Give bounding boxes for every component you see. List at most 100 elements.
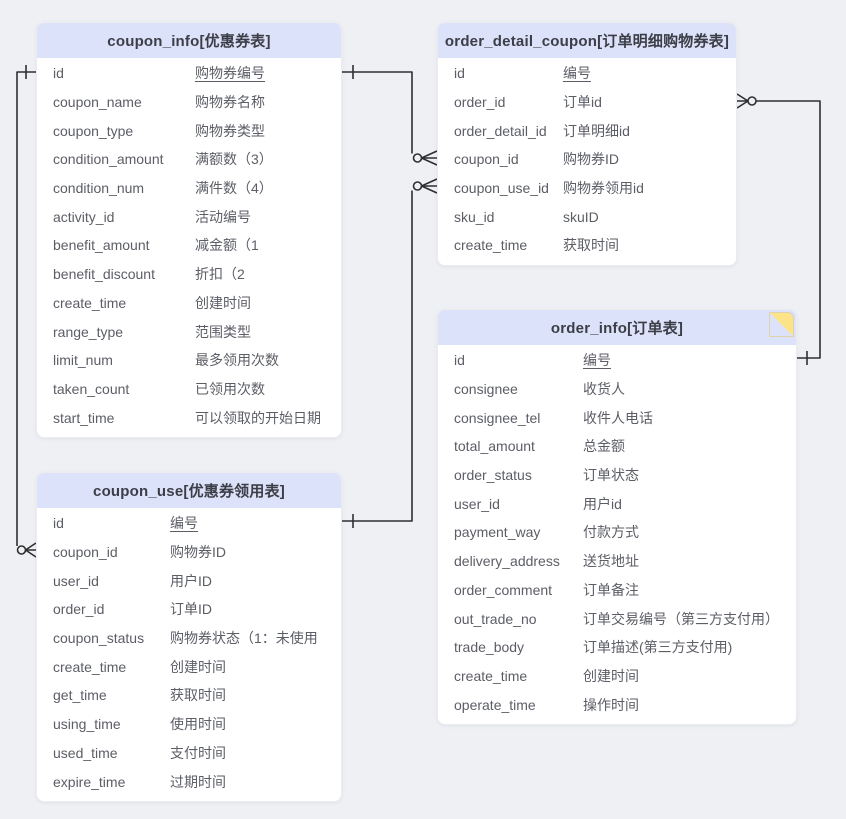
field-name: order_id xyxy=(454,94,506,111)
field-name: id xyxy=(454,65,465,82)
field-name: start_time xyxy=(53,409,115,426)
cardinality-zero-circle xyxy=(18,546,26,554)
field-row-start_time[interactable]: start_time 可以领取的开始日期 xyxy=(37,403,341,432)
field-comment: 编号 xyxy=(583,352,611,369)
table-header-coupon_info[interactable]: coupon_info[优惠券表] xyxy=(37,23,341,58)
field-comment: 用户id xyxy=(583,495,622,512)
field-comment: 购物券ID xyxy=(563,151,619,168)
field-name: order_id xyxy=(53,601,105,618)
field-row-user_id[interactable]: user_id 用户id xyxy=(438,489,796,518)
field-comment: 订单交易编号（第三方支付用） xyxy=(583,610,779,627)
cardinality-many-crowfoot xyxy=(737,94,748,108)
field-row-id[interactable]: id 编号 xyxy=(438,59,736,88)
field-name: coupon_name xyxy=(53,94,142,111)
field-comment: 编号 xyxy=(170,515,198,532)
field-name: condition_amount xyxy=(53,151,164,168)
cardinality-many-crowfoot xyxy=(422,151,438,165)
field-name: coupon_status xyxy=(53,630,145,647)
table-title: coupon_info[优惠券表] xyxy=(107,33,271,50)
field-name: consignee_tel xyxy=(454,409,541,426)
field-row-out_trade_no[interactable]: out_trade_no 订单交易编号（第三方支付用） xyxy=(438,604,796,633)
field-name: sku_id xyxy=(454,208,495,225)
field-name: using_time xyxy=(53,716,121,733)
field-row-using_time[interactable]: using_time 使用时间 xyxy=(37,710,341,739)
field-comment: 可以领取的开始日期 xyxy=(195,409,321,426)
field-name: operate_time xyxy=(454,696,536,713)
field-name: expire_time xyxy=(53,773,126,790)
field-comment: 订单状态 xyxy=(583,467,639,484)
field-name: coupon_type xyxy=(53,122,134,139)
field-comment: 使用时间 xyxy=(170,716,226,733)
folded-corner-note-icon xyxy=(769,312,794,337)
field-name: create_time xyxy=(53,294,127,311)
field-comment: 购物券状态（1：未使用 xyxy=(170,630,318,647)
table-header-order_info[interactable]: order_info[订单表] xyxy=(438,310,796,345)
field-row-coupon_status[interactable]: coupon_status 购物券状态（1：未使用 xyxy=(37,624,341,653)
field-name: total_amount xyxy=(454,438,535,455)
cardinality-many-crowfoot xyxy=(26,543,37,557)
field-comment: 减金额（1 xyxy=(195,237,259,254)
field-comment: 付款方式 xyxy=(583,524,639,541)
table-title: order_info[订单表] xyxy=(550,320,684,337)
relation-coupon_info-coupon_use[interactable] xyxy=(17,65,36,557)
field-comment: 订单id xyxy=(563,94,602,111)
table-header-coupon_use[interactable]: coupon_use[优惠券领用表] xyxy=(37,473,341,508)
field-name: out_trade_no xyxy=(454,610,537,627)
field-name: consignee xyxy=(454,381,518,398)
field-comment: 创建时间 xyxy=(170,658,226,675)
relation-coupon_info-order_detail_coupon[interactable] xyxy=(342,65,437,165)
table-header-order_detail_coupon[interactable]: order_detail_coupon[订单明细购物券表] xyxy=(438,23,736,58)
field-comment: 编号 xyxy=(563,65,591,82)
cardinality-zero-circle xyxy=(748,97,756,105)
field-row-order_id[interactable]: order_id 订单id xyxy=(438,88,736,117)
cardinality-zero-circle xyxy=(414,154,422,162)
field-name: user_id xyxy=(454,495,500,512)
table-order_detail_coupon[interactable]: order_detail_coupon[订单明细购物券表] id 编号 order_… xyxy=(437,22,737,266)
field-name: user_id xyxy=(53,572,99,589)
relation-coupon_use-order_detail_coupon[interactable] xyxy=(342,179,437,528)
